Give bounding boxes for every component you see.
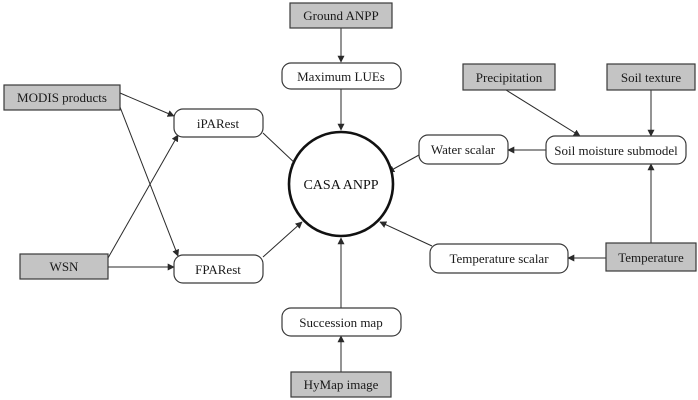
temperature-label: Temperature xyxy=(618,250,684,265)
edge-fparest-to-casa xyxy=(262,221,303,258)
soil-moisture-label: Soil moisture submodel xyxy=(554,143,678,158)
edge-precip-to-soilmoist xyxy=(505,89,581,137)
soil-texture-label: Soil texture xyxy=(621,70,682,85)
center-node-casa-anpp: CASA ANPP xyxy=(287,130,395,238)
node-modis-products: MODIS products xyxy=(3,84,121,111)
node-fparest: FPARest xyxy=(173,254,264,284)
node-precipitation: Precipitation xyxy=(462,63,556,91)
water-scalar-label: Water scalar xyxy=(431,142,496,157)
node-ground-anpp: Ground ANPP xyxy=(289,2,393,29)
edge-waterscalar-to-casa xyxy=(387,154,420,173)
edge-modis-to-iparest xyxy=(119,92,175,117)
edge-tempscalar-to-casa xyxy=(379,221,433,247)
edge-wsn-to-iparest xyxy=(107,134,179,259)
center-label: CASA ANPP xyxy=(303,178,378,193)
succession-map-label: Succession map xyxy=(299,315,382,330)
node-maximum-lues: Maximum LUEs xyxy=(281,62,402,90)
center-circle xyxy=(287,130,395,238)
precipitation-label: Precipitation xyxy=(476,70,543,85)
edges xyxy=(107,28,655,372)
modis-products-label: MODIS products xyxy=(17,90,107,105)
node-wsn: WSN xyxy=(19,253,109,280)
edge-iparest-to-casa xyxy=(262,132,299,167)
maximum-lues-label: Maximum LUEs xyxy=(297,69,385,84)
iparest-label: iPARest xyxy=(197,116,240,131)
node-iparest: iPARest xyxy=(173,108,264,138)
temperature-scalar-label: Temperature scalar xyxy=(449,251,549,266)
node-water-scalar: Water scalar xyxy=(418,134,509,165)
node-hymap-image: HyMap image xyxy=(290,371,392,398)
node-temperature: Temperature xyxy=(605,242,697,272)
wsn-label: WSN xyxy=(50,259,80,274)
fparest-label: FPARest xyxy=(195,262,241,277)
node-soil-moisture-submodel: Soil moisture submodel xyxy=(545,135,687,165)
edge-modis-to-fparest xyxy=(119,106,179,257)
node-temperature-scalar: Temperature scalar xyxy=(429,243,569,274)
ground-anpp-label: Ground ANPP xyxy=(303,8,379,23)
node-succession-map: Succession map xyxy=(281,307,402,337)
hymap-image-label: HyMap image xyxy=(304,377,379,392)
node-soil-texture: Soil texture xyxy=(606,63,696,91)
